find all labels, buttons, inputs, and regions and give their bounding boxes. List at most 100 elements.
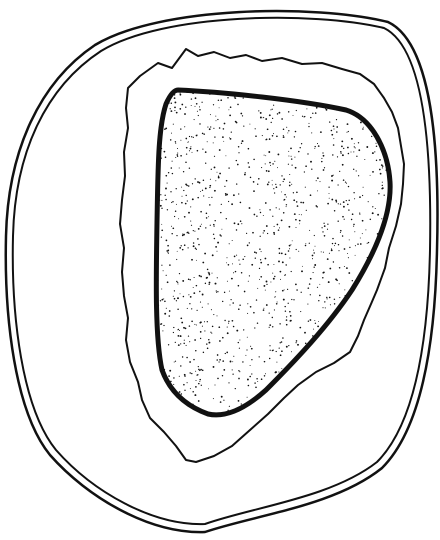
stipple-dot [273,188,274,189]
stipple-dot [240,113,242,115]
stipple-dot [213,314,214,315]
stipple-dot [273,264,274,265]
stipple-dot [163,99,165,101]
stipple-dot [327,224,328,225]
stipple-dot [185,203,187,205]
stipple-dot [323,252,324,253]
stipple-dot [182,280,184,282]
stipple-dot [343,148,344,149]
stipple-dot [283,393,285,395]
stipple-dot [344,248,346,250]
stipple-dot [176,188,177,189]
stipple-dot [383,384,385,386]
stipple-dot [160,194,161,195]
stipple-dot [240,202,242,204]
stipple-dot [169,310,171,312]
stipple-dot [297,205,299,207]
stipple-dot [180,93,181,94]
stipple-dot [326,93,327,94]
stipple-dot [348,272,350,274]
stipple-dot [293,115,294,116]
stipple-dot [365,305,367,307]
stipple-dot [222,301,223,302]
stipple-dot [193,242,195,244]
stipple-dot [276,207,277,208]
stipple-dot [291,184,292,185]
stipple-dot [304,116,305,117]
stipple-dot [354,146,355,147]
stipple-dot [272,317,273,318]
stipple-dot [295,131,297,133]
stipple-dot [360,121,362,123]
stipple-dot [334,303,335,304]
stipple-dot [376,145,378,147]
stipple-dot [326,376,327,377]
stipple-dot [228,201,229,202]
stipple-dot [192,92,194,94]
stipple-dot [231,278,233,280]
stipple-dot [338,203,339,204]
stipple-dot [272,326,273,327]
stipple-dot [171,110,173,112]
stipple-dot [165,395,166,396]
stipple-dot [283,128,285,130]
stipple-dot [225,353,226,354]
stipple-dot [246,233,247,234]
stipple-dot [285,253,287,255]
stipple-dot [390,121,392,123]
stipple-dot [176,204,177,205]
stipple-dot [198,400,200,402]
stipple-dot [166,397,168,399]
stipple-dot [316,341,317,342]
stipple-dot [372,282,373,283]
stipple-dot [226,218,227,219]
stipple-dot [195,350,196,351]
stipple-dot [265,155,266,156]
stipple-dot [303,102,304,103]
stipple-dot [206,213,208,215]
stipple-dot [173,332,174,333]
stipple-dot [355,415,356,416]
stipple-dot [286,400,287,401]
stipple-dot [257,395,259,397]
stipple-dot [251,264,253,266]
stipple-dot [229,115,231,117]
stipple-dot [243,98,244,99]
stipple-dot [369,290,370,291]
stipple-dot [269,162,271,164]
stipple-dot [232,240,233,241]
stipple-dot [191,259,193,261]
stipple-dot [211,169,212,170]
stipple-dot [321,161,322,162]
stipple-dot [214,238,216,240]
stipple-dot [249,275,250,276]
stipple-dot [197,197,199,199]
stipple-dot [215,180,216,181]
stipple-dot [391,400,392,401]
stipple-dot [295,167,297,169]
stipple-dot [197,111,198,112]
stipple-dot [363,304,364,305]
stipple-dot [357,363,359,365]
stipple-dot [199,109,201,111]
stipple-dot [301,214,302,215]
stipple-dot [226,180,228,182]
stipple-dot [248,90,249,91]
stipple-dot [333,144,335,146]
stipple-dot [177,153,178,154]
stipple-dot [229,291,230,292]
stipple-dot [226,194,228,196]
stipple-dot [346,389,348,391]
stipple-dot [316,386,318,388]
stipple-dot [381,218,382,219]
stipple-dot [338,250,339,251]
stipple-dot [372,264,374,266]
stipple-dot [210,332,211,333]
stipple-dot [225,155,226,156]
stipple-dot [364,380,365,381]
stipple-dot [284,194,286,196]
stipple-dot [277,417,278,418]
stipple-dot [171,103,172,104]
stipple-dot [248,281,249,282]
stipple-dot [348,153,350,155]
